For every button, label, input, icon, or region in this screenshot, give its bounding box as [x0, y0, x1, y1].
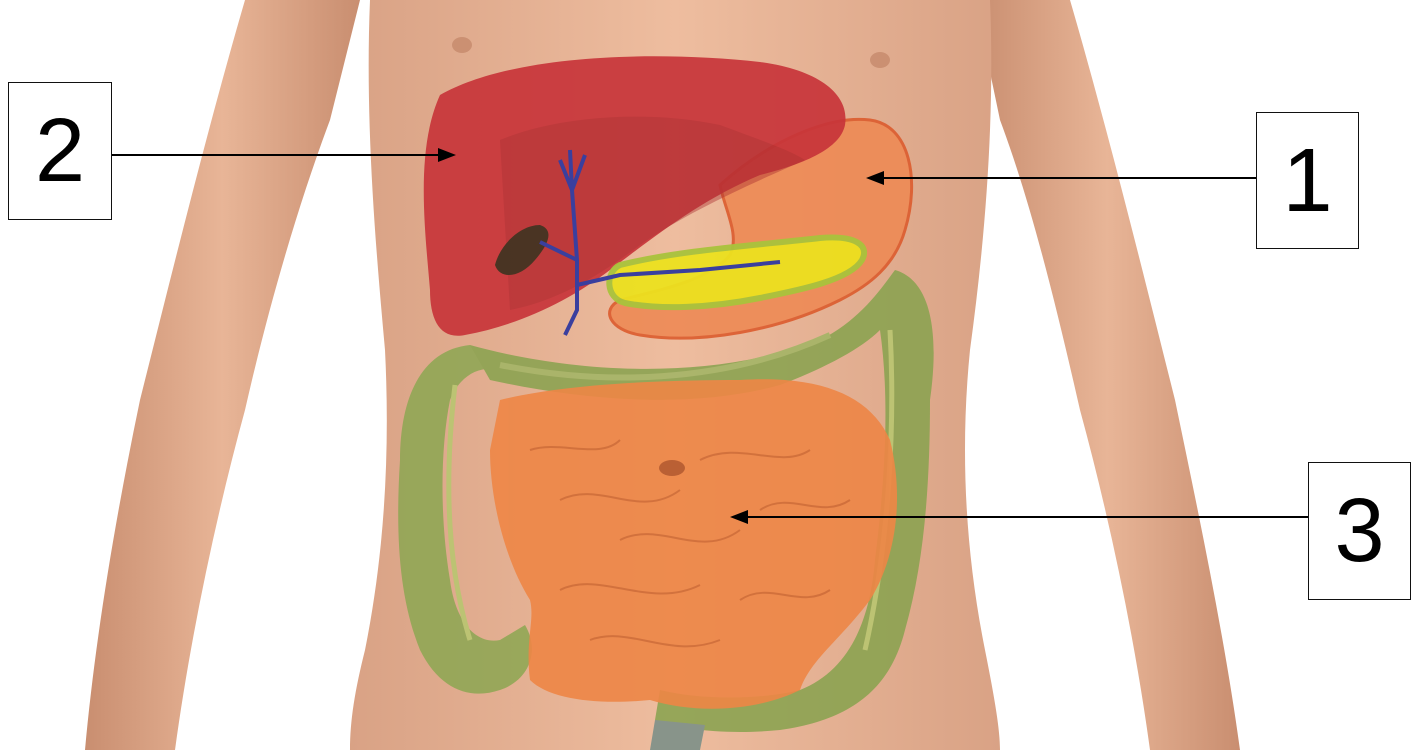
right-nipple-icon — [870, 52, 890, 68]
label-box-2: 2 — [8, 82, 112, 220]
left-nipple-icon — [452, 37, 472, 53]
label-box-1: 1 — [1256, 112, 1359, 249]
right-arm — [975, 0, 1240, 750]
left-arm — [85, 0, 360, 750]
navel-icon — [659, 460, 685, 476]
label-box-3: 3 — [1308, 462, 1411, 600]
